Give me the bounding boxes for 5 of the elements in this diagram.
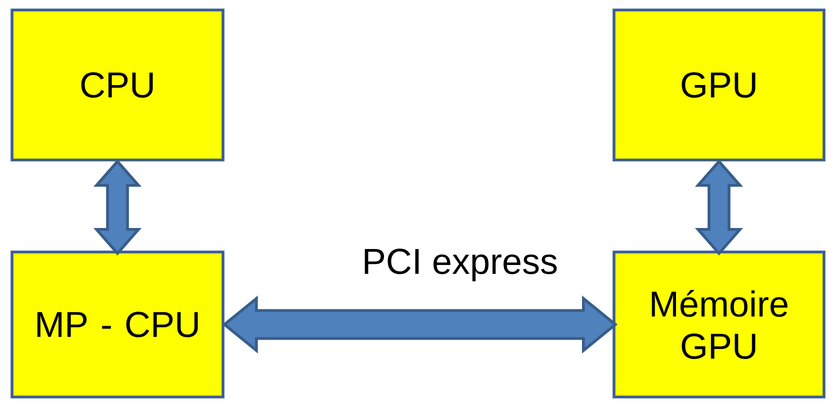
process-box: Mémoire GPU <box>612 250 826 398</box>
process-box: GPU <box>612 8 826 162</box>
edge-label: PCI express <box>360 246 560 284</box>
process-box: MP - CPU <box>10 250 224 398</box>
process-box: CPU <box>10 8 224 162</box>
